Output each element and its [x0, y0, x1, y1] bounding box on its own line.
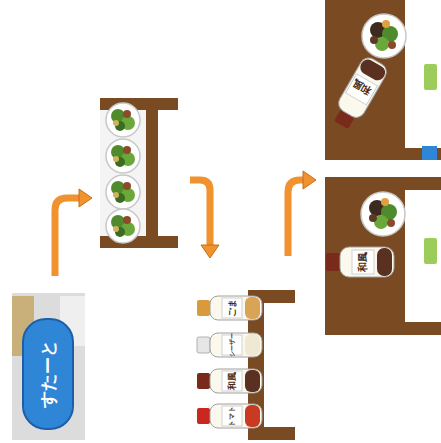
- pouring-panel: [325, 0, 441, 160]
- serving-panel: [325, 177, 441, 335]
- flow-arrows: [55, 180, 304, 276]
- dressing-label: ごま: [228, 299, 237, 317]
- dressing-label: 和風: [228, 372, 237, 390]
- dressing-label: シーザー: [229, 333, 235, 357]
- dressing-label: 和風: [358, 252, 368, 272]
- salad-panel: [100, 98, 178, 248]
- start-button: すたーと: [22, 318, 74, 430]
- start-screen: [12, 293, 85, 440]
- button-label: すたーと: [40, 340, 57, 408]
- dressing-panel: [186, 290, 295, 440]
- dressing-label: トマト: [229, 406, 236, 427]
